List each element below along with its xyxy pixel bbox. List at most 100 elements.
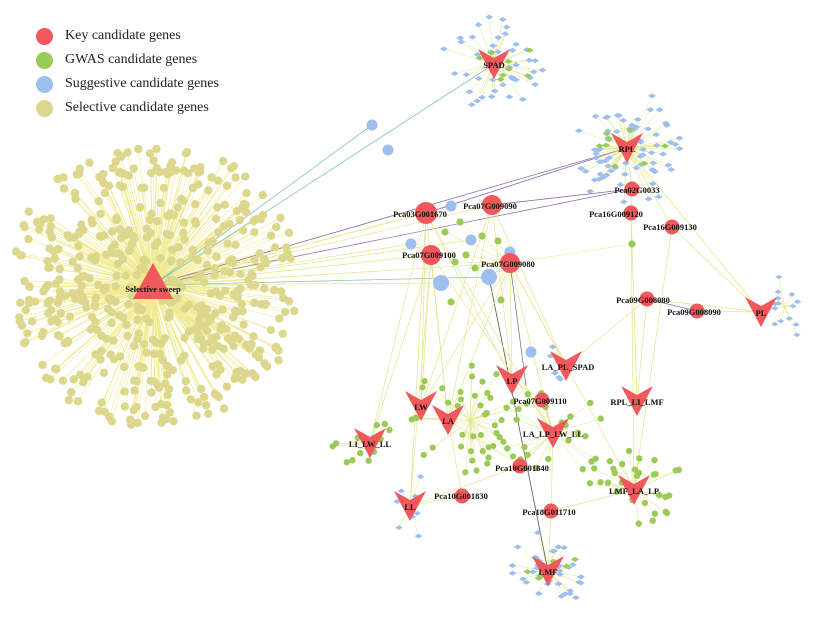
- selective-gene-node: [155, 349, 165, 359]
- selective-gene-node: [104, 181, 114, 190]
- suggestive-satellite-node: [633, 116, 642, 122]
- trait-node: [611, 133, 643, 163]
- key-trait-edge: [425, 212, 554, 434]
- gwas-satellite-node: [515, 405, 522, 413]
- selective-gene-node: [221, 286, 230, 296]
- key-trait-edge: [547, 510, 552, 572]
- gwas-satellite-node: [500, 438, 507, 445]
- gwas-satellite-node: [574, 429, 582, 437]
- suggestive-satellite-node: [474, 75, 483, 81]
- gwas-satellite-node: [419, 384, 426, 391]
- selective-gene-node: [226, 164, 236, 173]
- suggestive-satellite-node: [411, 493, 420, 499]
- selective-gene-node: [66, 388, 76, 397]
- key-gene-label: Pca02G0033: [614, 185, 659, 195]
- selective-gene-node: [93, 280, 103, 290]
- selective-sweep-edge: [152, 170, 177, 286]
- trait-label: RPL_LI_LMF: [610, 397, 663, 407]
- suggestive-satellite-node: [654, 194, 663, 200]
- suggestive-satellite-node: [639, 152, 648, 158]
- selective-gene-node: [142, 314, 151, 323]
- selective-gene-node: [99, 285, 109, 294]
- legend-label-key: Key candidate genes: [65, 28, 181, 43]
- selective-gene-node: [270, 243, 280, 252]
- selective-gene-node: [45, 263, 54, 272]
- selective-gene-node: [121, 271, 130, 280]
- gwas-satellite-node: [439, 385, 446, 392]
- gwas-satellite-node: [509, 398, 517, 405]
- selective-gene-node: [214, 392, 223, 402]
- trait-label: LP: [507, 376, 518, 386]
- selective-gene-node: [19, 220, 28, 230]
- selective-gene-node: [247, 339, 256, 349]
- gwas-satellite-node: [611, 469, 618, 477]
- selective-gene-node: [16, 298, 25, 307]
- key-gene-label: Pca07G009110: [513, 396, 566, 406]
- suggestive-satellite-node: [771, 321, 779, 327]
- selective-gene-node: [290, 306, 299, 316]
- selective-gene-node: [248, 369, 257, 378]
- selective-gene-node: [65, 312, 75, 321]
- selective-sweep-edge: [152, 284, 166, 384]
- gwas-satellite-node: [468, 362, 475, 369]
- gwas-candidate-node: [478, 232, 486, 240]
- selective-gene-node: [242, 188, 251, 198]
- gwas-satellite-node: [651, 510, 659, 517]
- key-trait-edge: [447, 262, 511, 421]
- selective-sweep-edge: [152, 243, 228, 286]
- key-gene-node: [482, 195, 502, 215]
- selective-gene-node: [269, 285, 279, 295]
- selective-gene-node: [134, 144, 143, 154]
- suggestive-satellite-node: [591, 113, 600, 119]
- satellite-edge: [784, 306, 790, 319]
- key-gene-node: [624, 181, 640, 197]
- selective-gene-node: [63, 231, 72, 240]
- key-gene-node: [689, 303, 705, 319]
- gwas-satellite-node: [606, 457, 614, 465]
- selective-gene-node: [202, 260, 212, 270]
- suggestive-satellite-node: [531, 82, 540, 88]
- gwas-satellite-node: [469, 373, 476, 380]
- key-trait-edge: [519, 432, 554, 467]
- selective-gene-node: [180, 333, 189, 342]
- selective-gene-node: [47, 316, 56, 326]
- suggestive-candidate-node: [525, 346, 537, 358]
- selective-gene-node: [133, 334, 142, 344]
- selective-sweep-edge: [152, 284, 197, 416]
- selective-gene-node: [107, 318, 116, 328]
- selective-gene-node: [120, 387, 129, 396]
- gwas-satellite-node: [365, 457, 372, 464]
- selective-gene-node: [222, 181, 232, 190]
- gwas-satellite-node: [562, 563, 571, 569]
- suggestive-candidate-node: [465, 234, 477, 246]
- selective-gene-node: [232, 206, 242, 216]
- selective-gene-node: [53, 298, 63, 307]
- selective-gene-node: [140, 183, 149, 192]
- selective-gene-node: [70, 188, 80, 198]
- suggestive-satellite-node: [776, 318, 785, 324]
- selective-gene-node: [237, 299, 246, 309]
- selective-gene-node: [59, 184, 69, 193]
- suggestive-satellite-node: [487, 94, 496, 100]
- key-gene-label: Pca16G009120: [589, 209, 643, 219]
- gwas-satellite-node: [473, 467, 480, 474]
- trait-node: [550, 351, 582, 381]
- selective-gene-node: [129, 405, 139, 415]
- satellite-edge: [784, 306, 797, 325]
- selective-gene-node: [107, 227, 117, 236]
- key-gene-label: Pca09G008090: [667, 307, 721, 317]
- selective-gene-node: [183, 168, 193, 178]
- selective-gene-node: [79, 378, 88, 387]
- selective-gene-node: [32, 217, 42, 227]
- gwas-satellite-node: [504, 58, 513, 65]
- suggestive-satellite-node: [664, 162, 673, 168]
- satellite-edge: [626, 95, 653, 149]
- selective-gene-node: [266, 325, 276, 335]
- selective-gene-node: [230, 374, 239, 383]
- selective-gene-node: [250, 298, 259, 307]
- gwas-satellite-node: [373, 421, 381, 429]
- selective-gene-node: [99, 231, 109, 240]
- selective-gene-node: [71, 294, 80, 304]
- key-gene-label: Pca07G009090: [463, 201, 517, 211]
- key-trait-edge: [409, 465, 521, 507]
